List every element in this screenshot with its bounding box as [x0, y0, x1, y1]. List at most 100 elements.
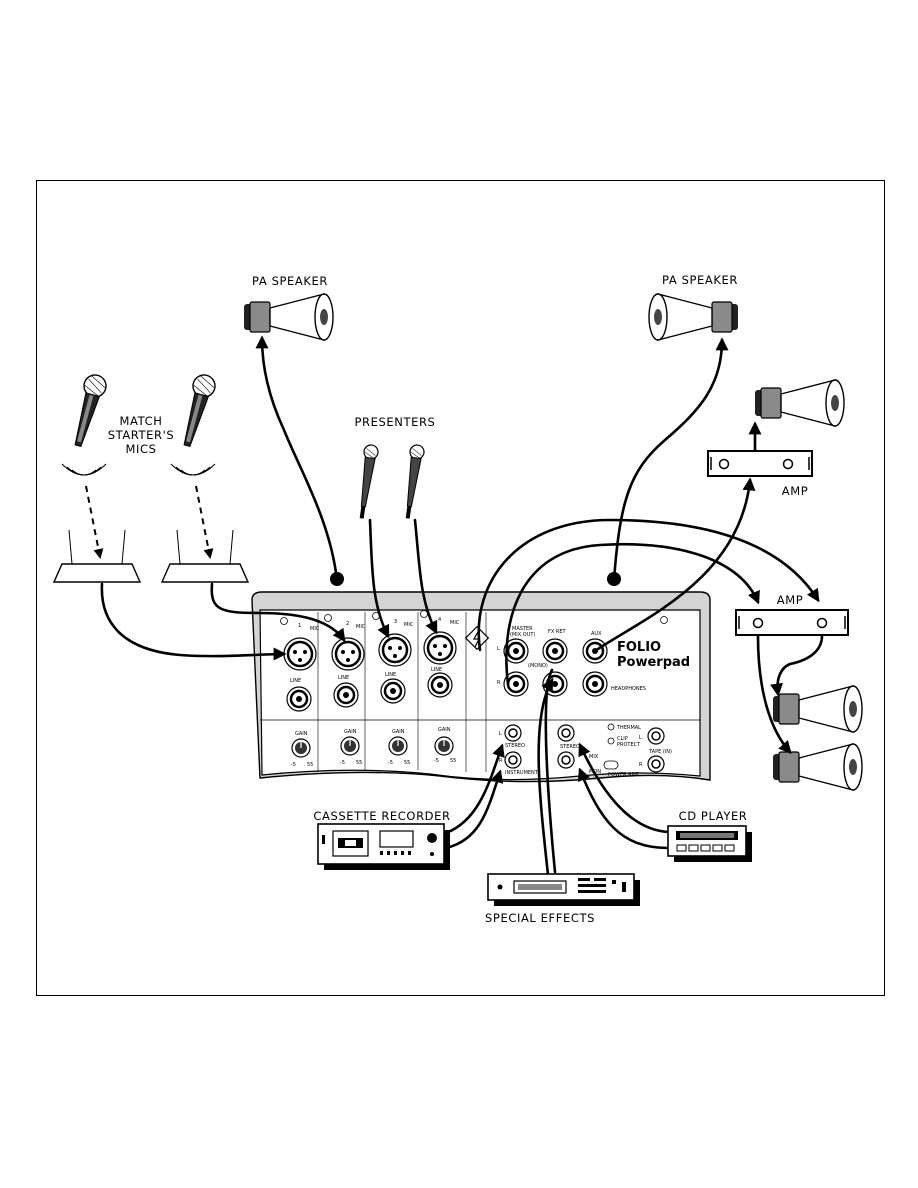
wireless-receiver-2	[161, 529, 249, 583]
stereo-l-rca	[557, 724, 575, 742]
wireless-signal-1	[85, 485, 104, 559]
instrument-l-rca	[504, 724, 522, 742]
thermal-label: THERMAL	[616, 725, 641, 731]
wireless-mic-1	[67, 371, 110, 450]
thermal-led	[607, 723, 615, 731]
ch2-xlr	[330, 636, 366, 672]
brand-folio: FOLIO	[617, 640, 661, 655]
ch4-line	[426, 671, 454, 699]
amp-mid	[735, 609, 849, 636]
ch1-gain-min: -5	[291, 762, 296, 768]
cable-master-r-amp	[505, 543, 760, 686]
fx-ret-l-jack	[541, 637, 569, 665]
cable-cd-l	[578, 742, 670, 834]
fx-ret-label: FX RET	[548, 629, 567, 635]
instrument-r-label: R	[499, 758, 503, 764]
tape-l-label: L	[639, 735, 642, 741]
ch4-gain-knob	[434, 736, 454, 756]
tape-r-label: R	[639, 762, 643, 768]
tape-in-label: TAPE (IN)	[648, 749, 672, 755]
clip-label-1: CLIP	[617, 736, 628, 742]
diagram-frame	[36, 180, 885, 996]
cable-cassette-l	[444, 743, 505, 835]
aux-label: AUX	[591, 631, 602, 637]
special-effects-label: SPECIAL EFFECTS	[485, 911, 595, 925]
cable-presenter-1	[368, 518, 390, 639]
headphones-jack	[581, 670, 609, 698]
ch1-gain-knob	[291, 738, 311, 758]
clip-led	[607, 737, 615, 745]
cable-master-l-amp	[477, 518, 820, 652]
ch3-xlr	[377, 632, 413, 668]
presenter-mic-2	[400, 443, 426, 520]
cd-player-label: CD PLAYER	[679, 809, 748, 823]
speaker-lower-1	[772, 685, 863, 733]
mix-label: MIX	[589, 754, 599, 760]
headphones-label: HEADPHONES	[611, 686, 646, 692]
amp-top-label: AMP	[782, 484, 809, 498]
cassette-label: CASSETTE RECORDER	[313, 809, 450, 823]
ch4-number: 4	[438, 617, 441, 623]
instrument-label: INSTRUMENT	[505, 770, 539, 776]
cd-player	[667, 825, 752, 862]
cable-fx-return	[544, 668, 557, 874]
clip-label-2: PROTECT	[617, 742, 641, 748]
instrument-r-rca	[504, 751, 522, 769]
ch1-line	[285, 685, 313, 713]
ch3-line	[379, 677, 407, 705]
master-r-label: R	[497, 680, 501, 686]
pa-speaker-left-label: PA SPEAKER	[252, 274, 328, 288]
pa-speaker-right	[648, 293, 739, 341]
match-mics-label-2: STARTER'S	[108, 428, 175, 442]
ch2-number: 2	[346, 621, 349, 627]
amp-top	[707, 450, 813, 477]
presenter-mic-1	[354, 443, 380, 520]
cables	[100, 335, 824, 877]
cable-amp-speaker-1	[770, 634, 824, 697]
wireless-receiver-1	[53, 529, 141, 583]
ch3-gain-max: 55	[404, 760, 410, 766]
speaker-lower-2	[772, 743, 863, 791]
master-label-1: MASTER	[512, 626, 533, 632]
ch2-line	[332, 681, 360, 709]
ch3-gain-min: -5	[388, 760, 393, 766]
cable-cassette-r	[444, 769, 504, 850]
ch2-gain-knob	[340, 736, 360, 756]
instrument-l-label: L	[499, 731, 502, 737]
ch1-line-label: LINE	[290, 678, 301, 684]
ch3-mic-label: MIC	[404, 622, 414, 628]
ch3-number: 3	[394, 619, 397, 625]
match-mics-label-1: MATCH	[120, 414, 163, 428]
master-label-2: (MIX OUT)	[510, 632, 535, 638]
presenters-label: PRESENTERS	[355, 415, 436, 429]
tape-in-r-rca	[647, 755, 665, 773]
ch4-xlr	[422, 630, 458, 666]
ch1-gain-max: 55	[307, 762, 313, 768]
wireless-mic-2	[176, 371, 219, 450]
ch2-gain-min: -5	[340, 760, 345, 766]
ch4-line-label: LINE	[431, 667, 442, 673]
ch1-number: 1	[298, 623, 301, 629]
cable-presenter-2	[413, 518, 438, 635]
warning-icon	[464, 625, 490, 651]
match-mics-label-3: MICS	[125, 442, 156, 456]
power-amp-label: POWER AMP	[608, 772, 639, 778]
stereo-label-right: STEREO	[560, 744, 580, 750]
brand-powerpad: Powerpad	[617, 655, 690, 670]
stereo-r-rca	[557, 751, 575, 769]
cable-aux-amp	[593, 477, 756, 653]
ch2-line-label: LINE	[338, 675, 349, 681]
pa-speaker-right-label: PA SPEAKER	[662, 273, 738, 287]
ch4-mic-label: MIC	[450, 620, 460, 626]
ch2-gain-label: GAIN	[344, 729, 357, 735]
ch3-gain-label: GAIN	[392, 729, 405, 735]
ch4-gain-min: -5	[434, 758, 439, 764]
cable-receiver-2	[210, 582, 346, 643]
special-effects-unit	[487, 873, 640, 906]
mic-waves-1	[61, 463, 107, 476]
ch1-xlr	[282, 636, 318, 672]
ch3-line-label: LINE	[385, 672, 396, 678]
ch4-gain-max: 55	[450, 758, 456, 764]
mixer: 1 2 3 4 MIC MIC MIC MIC LINE LINE LINE L…	[251, 591, 711, 783]
